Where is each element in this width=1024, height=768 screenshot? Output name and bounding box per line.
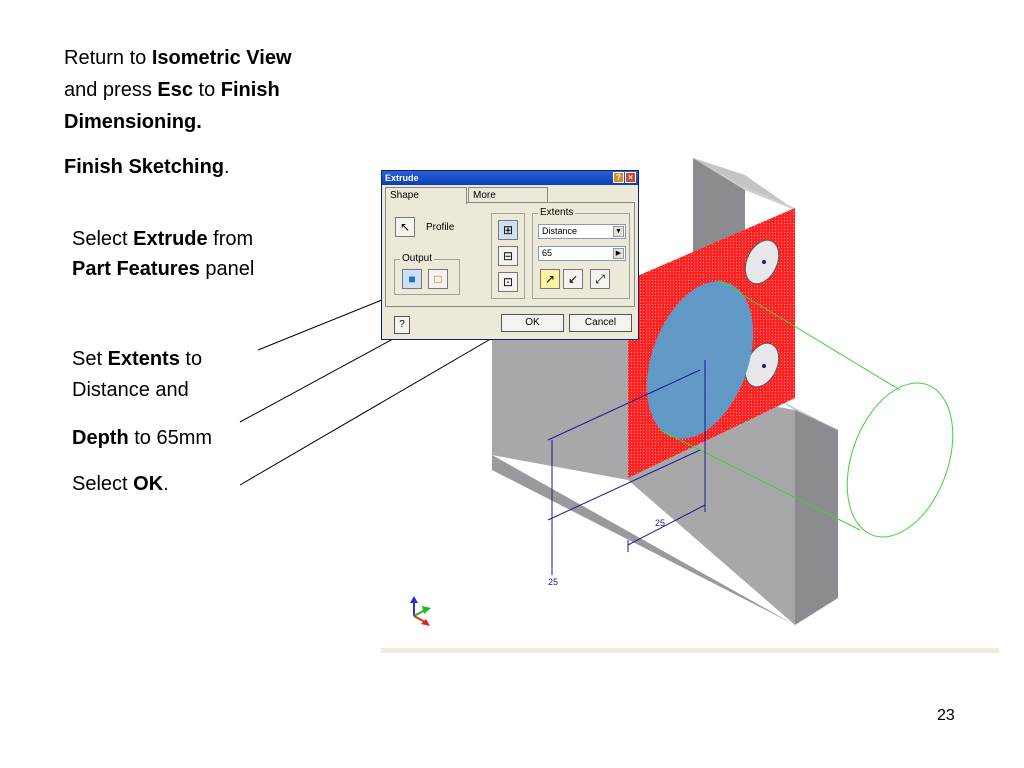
intersect-icon: ⊡ bbox=[502, 275, 514, 289]
operation-group: ⊞ ⊟ ⊡ bbox=[491, 213, 525, 299]
text-period2: . bbox=[163, 473, 169, 495]
text-to: to bbox=[192, 79, 221, 101]
text-from: from bbox=[207, 228, 254, 250]
extents-dropdown[interactable]: Distance ▼ bbox=[538, 224, 626, 239]
profile-select-button[interactable]: ↖ bbox=[395, 217, 415, 237]
dimension-lines bbox=[547, 360, 706, 575]
extents-label: Extents bbox=[538, 207, 576, 218]
text-to2: to bbox=[179, 348, 203, 370]
axis-triad-icon bbox=[410, 596, 431, 626]
text-depth: Depth bbox=[72, 427, 129, 449]
output-solid-button[interactable]: ■ bbox=[402, 269, 422, 289]
text-select2: Select bbox=[72, 473, 134, 495]
lower-hole-center bbox=[762, 364, 766, 368]
solid-cube-icon: ■ bbox=[408, 272, 416, 286]
cancel-button[interactable]: Cancel bbox=[569, 314, 632, 332]
extrude-dialog[interactable]: Extrude ? × Shape More ↖ Profile Output … bbox=[381, 170, 639, 340]
dialog-close-icon[interactable]: × bbox=[625, 172, 636, 183]
shape-panel: ↖ Profile Output ■ □ ⊞ ⊟ ⊡ Extents Dista… bbox=[385, 202, 635, 307]
text-set: Set bbox=[72, 348, 108, 370]
instruction-select-ok: Select OK. bbox=[72, 472, 169, 496]
text-to-65mm: to 65mm bbox=[128, 427, 213, 449]
text-distance-and: Distance and bbox=[72, 379, 189, 401]
text-return-to: Return to bbox=[64, 47, 152, 69]
viewport-bottom-edge bbox=[381, 648, 999, 653]
instruction-depth: Depth to 65mm bbox=[72, 426, 212, 450]
chevron-down-icon[interactable]: ▼ bbox=[613, 226, 624, 237]
output-surface-button[interactable]: □ bbox=[428, 269, 448, 289]
join-icon: ⊞ bbox=[502, 223, 514, 237]
output-group: Output ■ □ bbox=[394, 253, 460, 295]
upper-hole-center bbox=[762, 260, 766, 264]
text-isometric-view: Isometric View bbox=[151, 47, 292, 69]
text-dimensioning: Dimensioning. bbox=[64, 111, 202, 133]
text-extents: Extents bbox=[107, 348, 180, 370]
surface-icon: □ bbox=[434, 272, 442, 286]
dim-label-horizontal[interactable]: 25 bbox=[655, 518, 665, 528]
instruction-part-features: Part Features panel bbox=[72, 257, 254, 281]
extents-value: Distance bbox=[542, 226, 578, 236]
wall-top-face bbox=[693, 158, 795, 210]
chevron-right-icon[interactable]: ▶ bbox=[613, 248, 624, 259]
instruction-finish-sketching: Finish Sketching. bbox=[64, 155, 230, 179]
dim-label-vertical[interactable]: 25 bbox=[548, 577, 558, 587]
text-finish-sketching: Finish Sketching bbox=[64, 156, 225, 178]
instruction-set-extents: Set Extents to bbox=[72, 347, 202, 371]
text-extrude: Extrude bbox=[133, 228, 208, 250]
page-number: 23 bbox=[937, 707, 955, 724]
text-part-features: Part Features bbox=[72, 258, 200, 280]
distance-input[interactable]: 65 ▶ bbox=[538, 246, 626, 261]
instruction-esc-line: and press Esc to Finish bbox=[64, 78, 280, 102]
base-right-face bbox=[795, 410, 838, 625]
symmetric-button[interactable]: ⤢ bbox=[590, 269, 610, 289]
tab-shape[interactable]: Shape bbox=[385, 187, 467, 204]
cut-button[interactable]: ⊟ bbox=[498, 246, 518, 266]
text-period: . bbox=[224, 156, 230, 178]
base-bottom-edge bbox=[492, 455, 795, 625]
text-ok: OK bbox=[133, 473, 164, 495]
dialog-title: Extrude bbox=[385, 173, 419, 183]
ok-button[interactable]: OK bbox=[501, 314, 564, 332]
output-label: Output bbox=[400, 253, 435, 264]
extrude-preview bbox=[659, 279, 954, 538]
symmetric-icon: ⤢ bbox=[595, 272, 605, 286]
arrow-pointer-icon: ↖ bbox=[399, 220, 411, 234]
direction-2-button[interactable]: ↙ bbox=[563, 269, 583, 289]
instruction-select-extrude: Select Extrude from bbox=[72, 227, 253, 251]
extents-group: Extents Distance ▼ 65 ▶ ↗ ↙ ⤢ bbox=[532, 207, 630, 299]
cut-icon: ⊟ bbox=[502, 249, 514, 263]
text-select: Select bbox=[72, 228, 134, 250]
text-panel: panel bbox=[199, 258, 255, 280]
text-esc: Esc bbox=[157, 79, 193, 101]
intersect-button[interactable]: ⊡ bbox=[498, 272, 518, 292]
wall-top-edge bbox=[693, 158, 795, 210]
join-button[interactable]: ⊞ bbox=[498, 220, 518, 240]
distance-value: 65 bbox=[542, 248, 553, 258]
help-button[interactable]: ? bbox=[394, 316, 410, 334]
direction-1-button[interactable]: ↗ bbox=[540, 269, 560, 289]
tab-more[interactable]: More bbox=[468, 187, 548, 203]
direction-2-icon: ↙ bbox=[567, 272, 579, 286]
profile-circle[interactable] bbox=[627, 267, 773, 454]
profile-label: Profile bbox=[426, 222, 455, 233]
instruction-return-line: Return to Isometric View bbox=[64, 46, 292, 70]
dialog-help-icon[interactable]: ? bbox=[613, 172, 624, 183]
text-and-press: and press bbox=[64, 79, 158, 101]
text-finish: Finish bbox=[220, 79, 280, 101]
dialog-titlebar[interactable]: Extrude ? × bbox=[382, 171, 638, 185]
direction-1-icon: ↗ bbox=[544, 272, 556, 286]
